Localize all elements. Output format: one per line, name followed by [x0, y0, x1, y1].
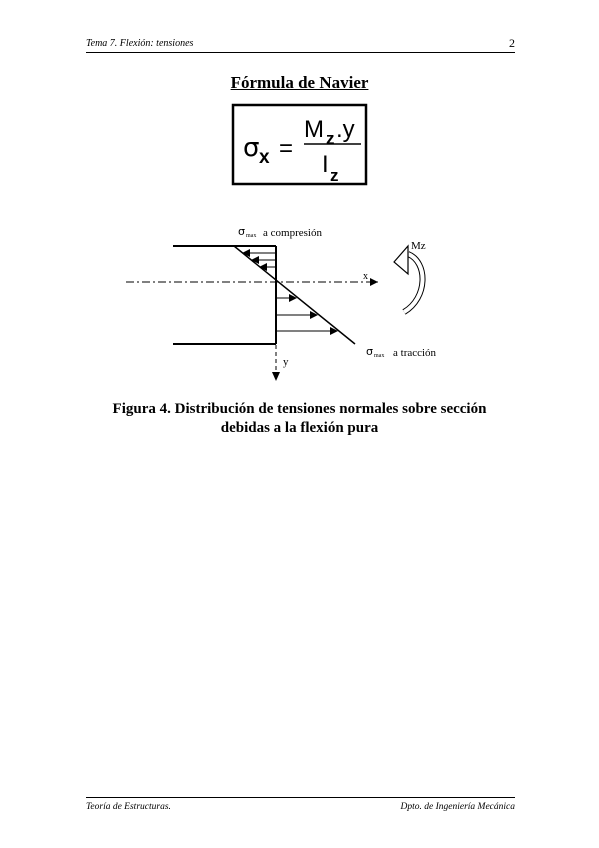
- footer-department: Dpto. de Ingeniería Mecánica: [400, 802, 516, 812]
- header-chapter: Tema 7. Flexión: tensiones: [86, 38, 194, 49]
- tension-arrows: [276, 294, 338, 335]
- footer-rule: [86, 797, 515, 798]
- x-axis-arrowhead: [370, 278, 378, 286]
- compression-arrows: [242, 249, 276, 271]
- moment-label: Mz: [411, 240, 426, 252]
- formula-denominator-i: I: [322, 151, 329, 178]
- formula-sigma: σ: [243, 133, 259, 163]
- formula-numerator-subscript: z: [326, 129, 335, 148]
- tension-label: a tracción: [393, 347, 437, 359]
- compression-sigma: σ: [238, 225, 245, 238]
- x-axis-label: x: [363, 271, 368, 282]
- tension-sigma: σ: [366, 345, 373, 358]
- header-rule: [86, 52, 515, 53]
- footer-course: Teoría de Estructuras.: [86, 802, 171, 812]
- formula-sigma-subscript: x: [259, 147, 270, 168]
- compression-subscript: max: [246, 233, 256, 239]
- compression-label: a compresión: [263, 227, 322, 239]
- formula-numerator-rest: .y: [336, 116, 355, 143]
- moment-arrow-inner: [402, 252, 425, 314]
- stress-line: [233, 245, 356, 345]
- formula-numerator-m: M: [304, 116, 324, 143]
- y-axis-arrowhead: [272, 372, 280, 381]
- y-axis-label: y: [283, 356, 289, 368]
- caption-line-1: Figura 4. Distribución de tensiones norm…: [112, 401, 487, 417]
- formula-box: [231, 103, 368, 186]
- caption-line-2: debidas a la flexión pura: [220, 420, 379, 436]
- formula-denominator-subscript: z: [330, 166, 339, 185]
- tension-subscript: max: [374, 353, 384, 359]
- moment-arrowhead: [393, 244, 409, 276]
- figure-caption: Figura 4. Distribución de tensiones norm…: [0, 400, 599, 438]
- formula-equals: =: [279, 135, 293, 162]
- header-page-number: 2: [509, 36, 515, 50]
- section-title: Fórmula de Navier: [230, 73, 369, 92]
